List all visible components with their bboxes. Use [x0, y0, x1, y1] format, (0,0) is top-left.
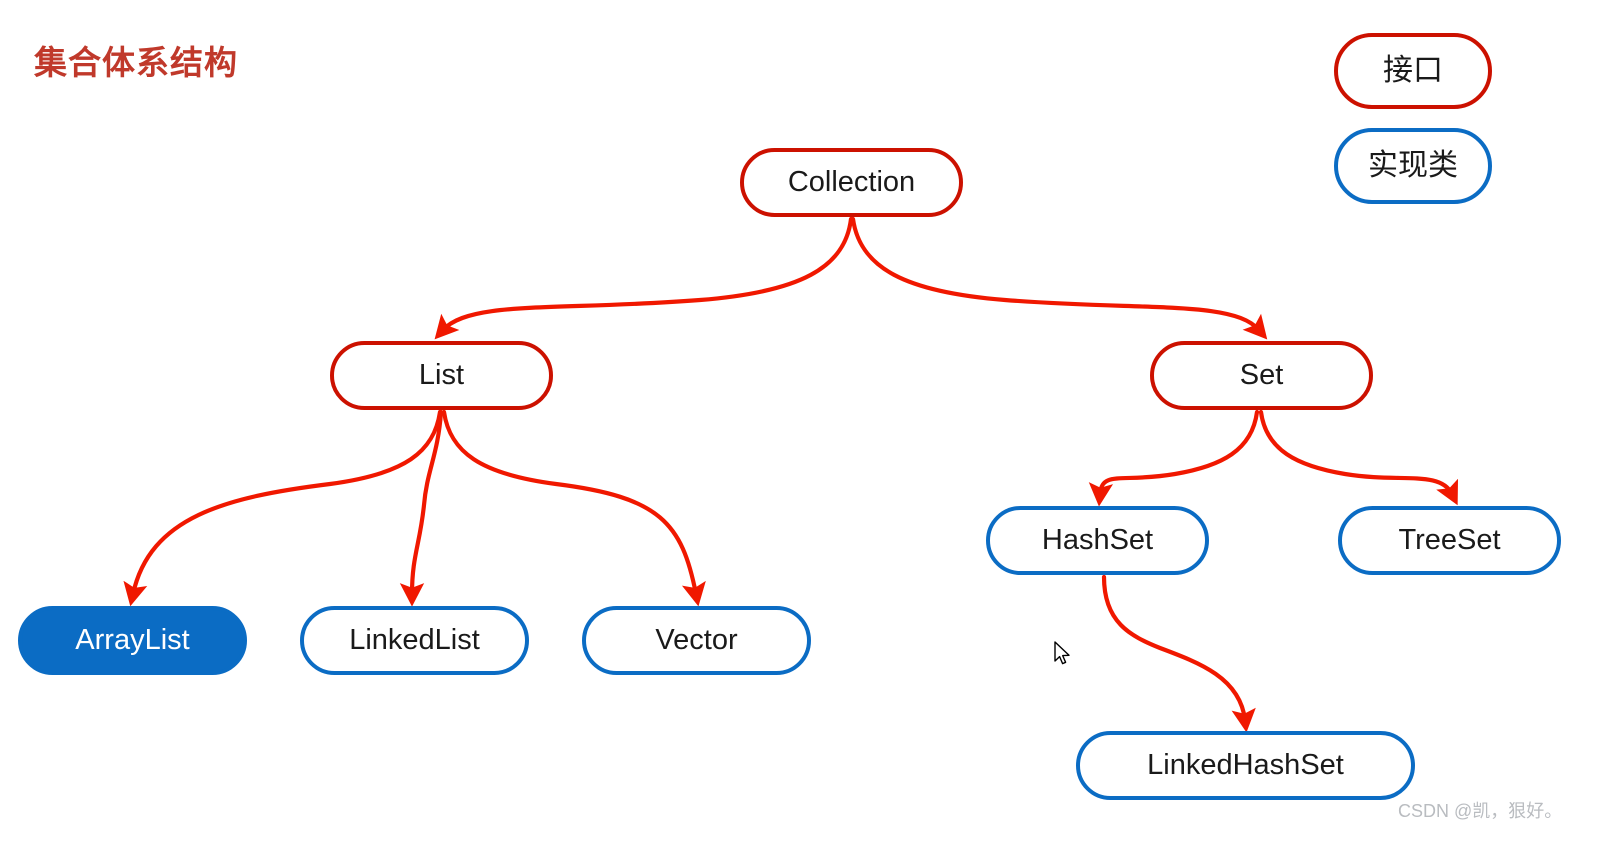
node-vector-label: Vector — [655, 624, 738, 656]
node-collection-label: Collection — [787, 166, 916, 198]
edge-hashset-linkedhashset — [1101, 574, 1256, 733]
legend-impl-class-label: 实现类 — [1368, 149, 1458, 182]
edge-collection-set — [850, 216, 1268, 340]
legend-impl-class: 实现类 — [1334, 128, 1492, 204]
edge-collection-list — [434, 216, 854, 340]
node-list[interactable]: List — [330, 341, 553, 410]
node-vector[interactable]: Vector — [582, 606, 811, 675]
node-treeset-label: TreeSet — [1398, 524, 1501, 556]
mouse-cursor-icon — [1054, 641, 1070, 665]
edge-set-treeset — [1258, 409, 1458, 506]
legend-interface: 接口 — [1334, 33, 1492, 109]
node-treeset[interactable]: TreeSet — [1338, 506, 1561, 575]
node-linkedlist[interactable]: LinkedList — [300, 606, 529, 675]
node-collection[interactable]: Collection — [740, 148, 963, 217]
node-list-label: List — [418, 359, 465, 391]
edge-list-linkedlist — [399, 409, 444, 607]
legend-interface-label: 接口 — [1383, 54, 1443, 87]
node-hashset[interactable]: HashSet — [986, 506, 1209, 575]
edge-list-arraylist — [123, 409, 443, 607]
node-linkedhashset[interactable]: LinkedHashSet — [1076, 731, 1415, 800]
node-linkedlist-label: LinkedList — [349, 624, 480, 656]
node-set[interactable]: Set — [1150, 341, 1373, 410]
page-title: 集合体系结构 — [34, 44, 238, 81]
node-hashset-label: HashSet — [1041, 524, 1154, 556]
edge-set-hashset — [1088, 409, 1260, 507]
node-arraylist-label: ArrayList — [75, 624, 190, 656]
edge-list-vector — [441, 409, 706, 607]
node-arraylist[interactable]: ArrayList — [18, 606, 247, 675]
csdn-watermark: CSDN @凯，狠好。 — [1398, 801, 1563, 821]
node-linkedhashset-label: LinkedHashSet — [1147, 749, 1344, 781]
node-set-label: Set — [1239, 359, 1284, 391]
